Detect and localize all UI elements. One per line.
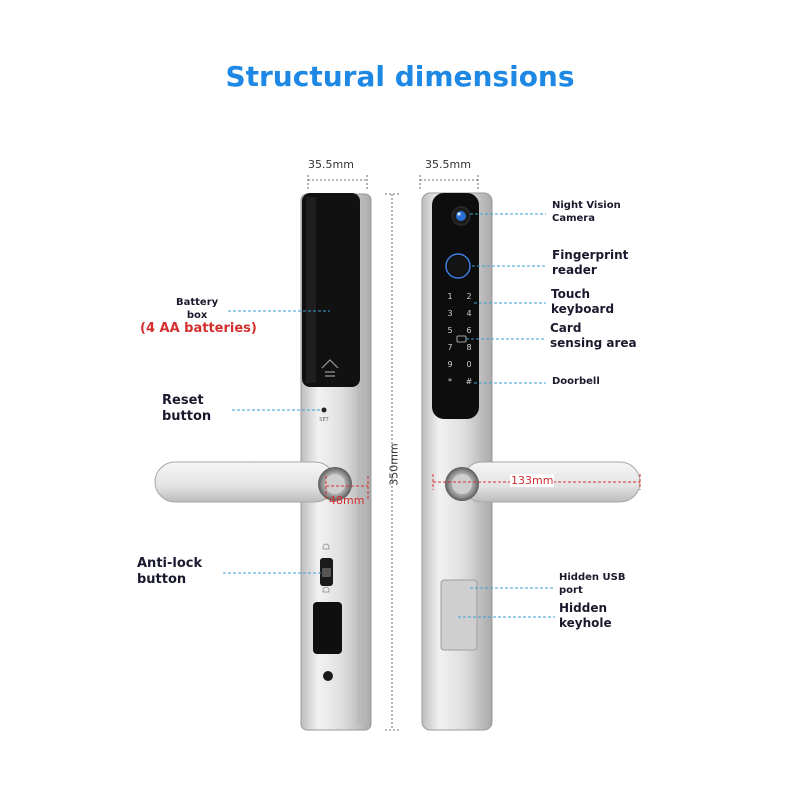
keypad-key: 5 [447,326,452,335]
anti-lock-button-label: Anti-lock button [137,556,203,588]
keypad-key: 2 [466,292,471,301]
handle-gap-dim [325,476,369,500]
handle-length-dim [432,474,641,490]
fingerprint-reader-label: Fingerprint reader [552,248,629,277]
keypad-key: 4 [466,309,471,318]
hidden-keyhole-label: Hidden keyhole [559,601,612,630]
card-sensing-area-label: Card sensing area [550,321,637,350]
keypad-key: 0 [466,360,471,369]
handle-length-label: 133mm [510,474,555,487]
hidden-usb-port-label: Hidden USB port [559,572,626,596]
height-dim [385,193,399,731]
battery-box [302,193,360,387]
page-title: Structural dimensions [225,60,575,93]
set-text: SET [319,417,329,423]
reset-button: SET [319,407,330,423]
fingerprint-icon [445,253,471,279]
keypad-key: 3 [447,309,452,318]
keypad-key: * [448,377,452,386]
keypad-key: # [466,377,473,386]
width-dim-left [307,175,368,190]
keypad-key: 9 [447,360,452,369]
night-vision-camera-label: Night Vision Camera [552,200,621,224]
anti-lock-switch [320,543,333,593]
keypad-key: 6 [466,326,471,335]
camera-icon [451,206,471,226]
touch-keyboard-label: Touch keyboard [551,287,615,316]
battery-box-label: Battery box [176,297,219,321]
front-panel [432,193,479,419]
reset-button-label: Reset button [162,393,212,425]
touch-keypad: 1 2 3 4 5 6 7 8 9 0 * # [447,292,472,386]
width-dim-right [419,175,479,190]
battery-note-label: (4 AA batteries) [140,321,257,336]
callout-lines [223,213,555,618]
keypad-key: 8 [466,343,471,352]
doorbell-label: Doorbell [552,376,600,387]
keypad-key: 1 [447,292,452,301]
left-handle [154,461,352,503]
left-lower-cutout [313,602,342,681]
width-label-left: 35.5mm [308,158,354,171]
height-label: 350mm [387,443,401,486]
handle-gap-label: 48mm [329,494,365,507]
keypad-key: 7 [447,343,452,352]
right-lower-panel [440,579,478,651]
width-label-right: 35.5mm [425,158,471,171]
